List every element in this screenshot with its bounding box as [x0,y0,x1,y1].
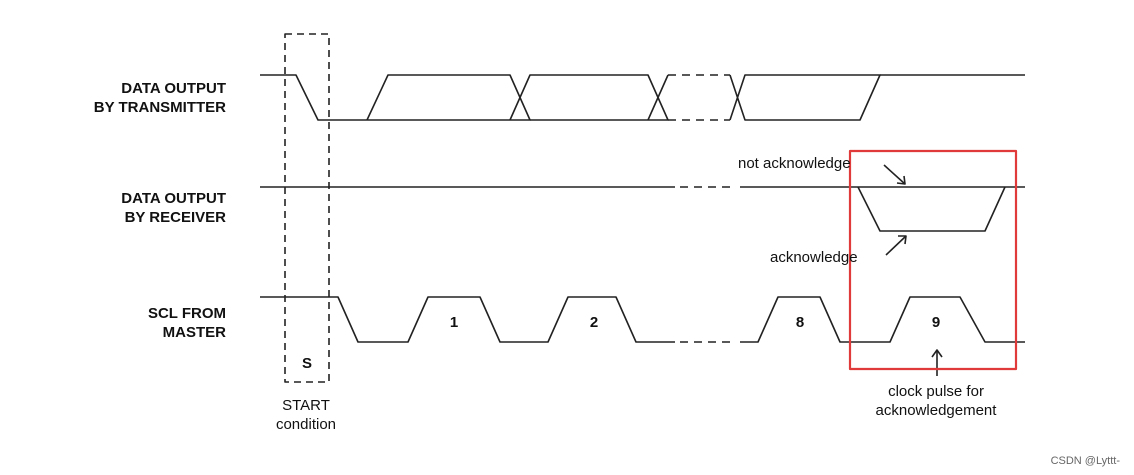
acknowledge-highlight-box [848,149,1018,371]
transmitter-label-line2: BY TRANSMITTER [93,99,226,116]
transmitter-waveform [260,74,1025,121]
pulse-label-1: 1 [449,314,459,331]
start-symbol: S [301,355,312,372]
scl-label-line2: MASTER [162,324,226,341]
not-acknowledge-label: not acknowledge [738,155,851,172]
clock-caption-line2: acknowledgement [875,402,997,419]
scl-label-line1: SCL FROM [147,305,226,322]
watermark: CSDN @Lyttt- [1050,455,1120,467]
clock-caption-line1: clock pulse for [888,383,984,400]
receiver-label-line1: DATA OUTPUT [121,190,226,207]
clock-pulse-caption: clock pulse for acknowledgement [846,382,1026,420]
pulse-label-8: 8 [795,314,805,331]
transmitter-row-label: DATA OUTPUT BY TRANSMITTER [40,79,226,117]
start-caption-line2: condition [275,416,337,433]
pulse-label-9: 9 [931,314,941,331]
receiver-label-line2: BY RECEIVER [124,209,226,226]
scl-row-label: SCL FROM MASTER [40,304,226,342]
start-caption: START condition [262,396,350,434]
receiver-row-label: DATA OUTPUT BY RECEIVER [40,189,226,227]
receiver-waveform [260,186,1025,232]
pulse-label-2: 2 [589,314,599,331]
acknowledge-label: acknowledge [770,249,858,266]
annotation-arrows [883,164,943,376]
scl-waveform [260,296,1025,343]
transmitter-label-line1: DATA OUTPUT [121,80,226,97]
start-condition-box [284,33,330,383]
start-caption-line1: START [282,397,330,414]
